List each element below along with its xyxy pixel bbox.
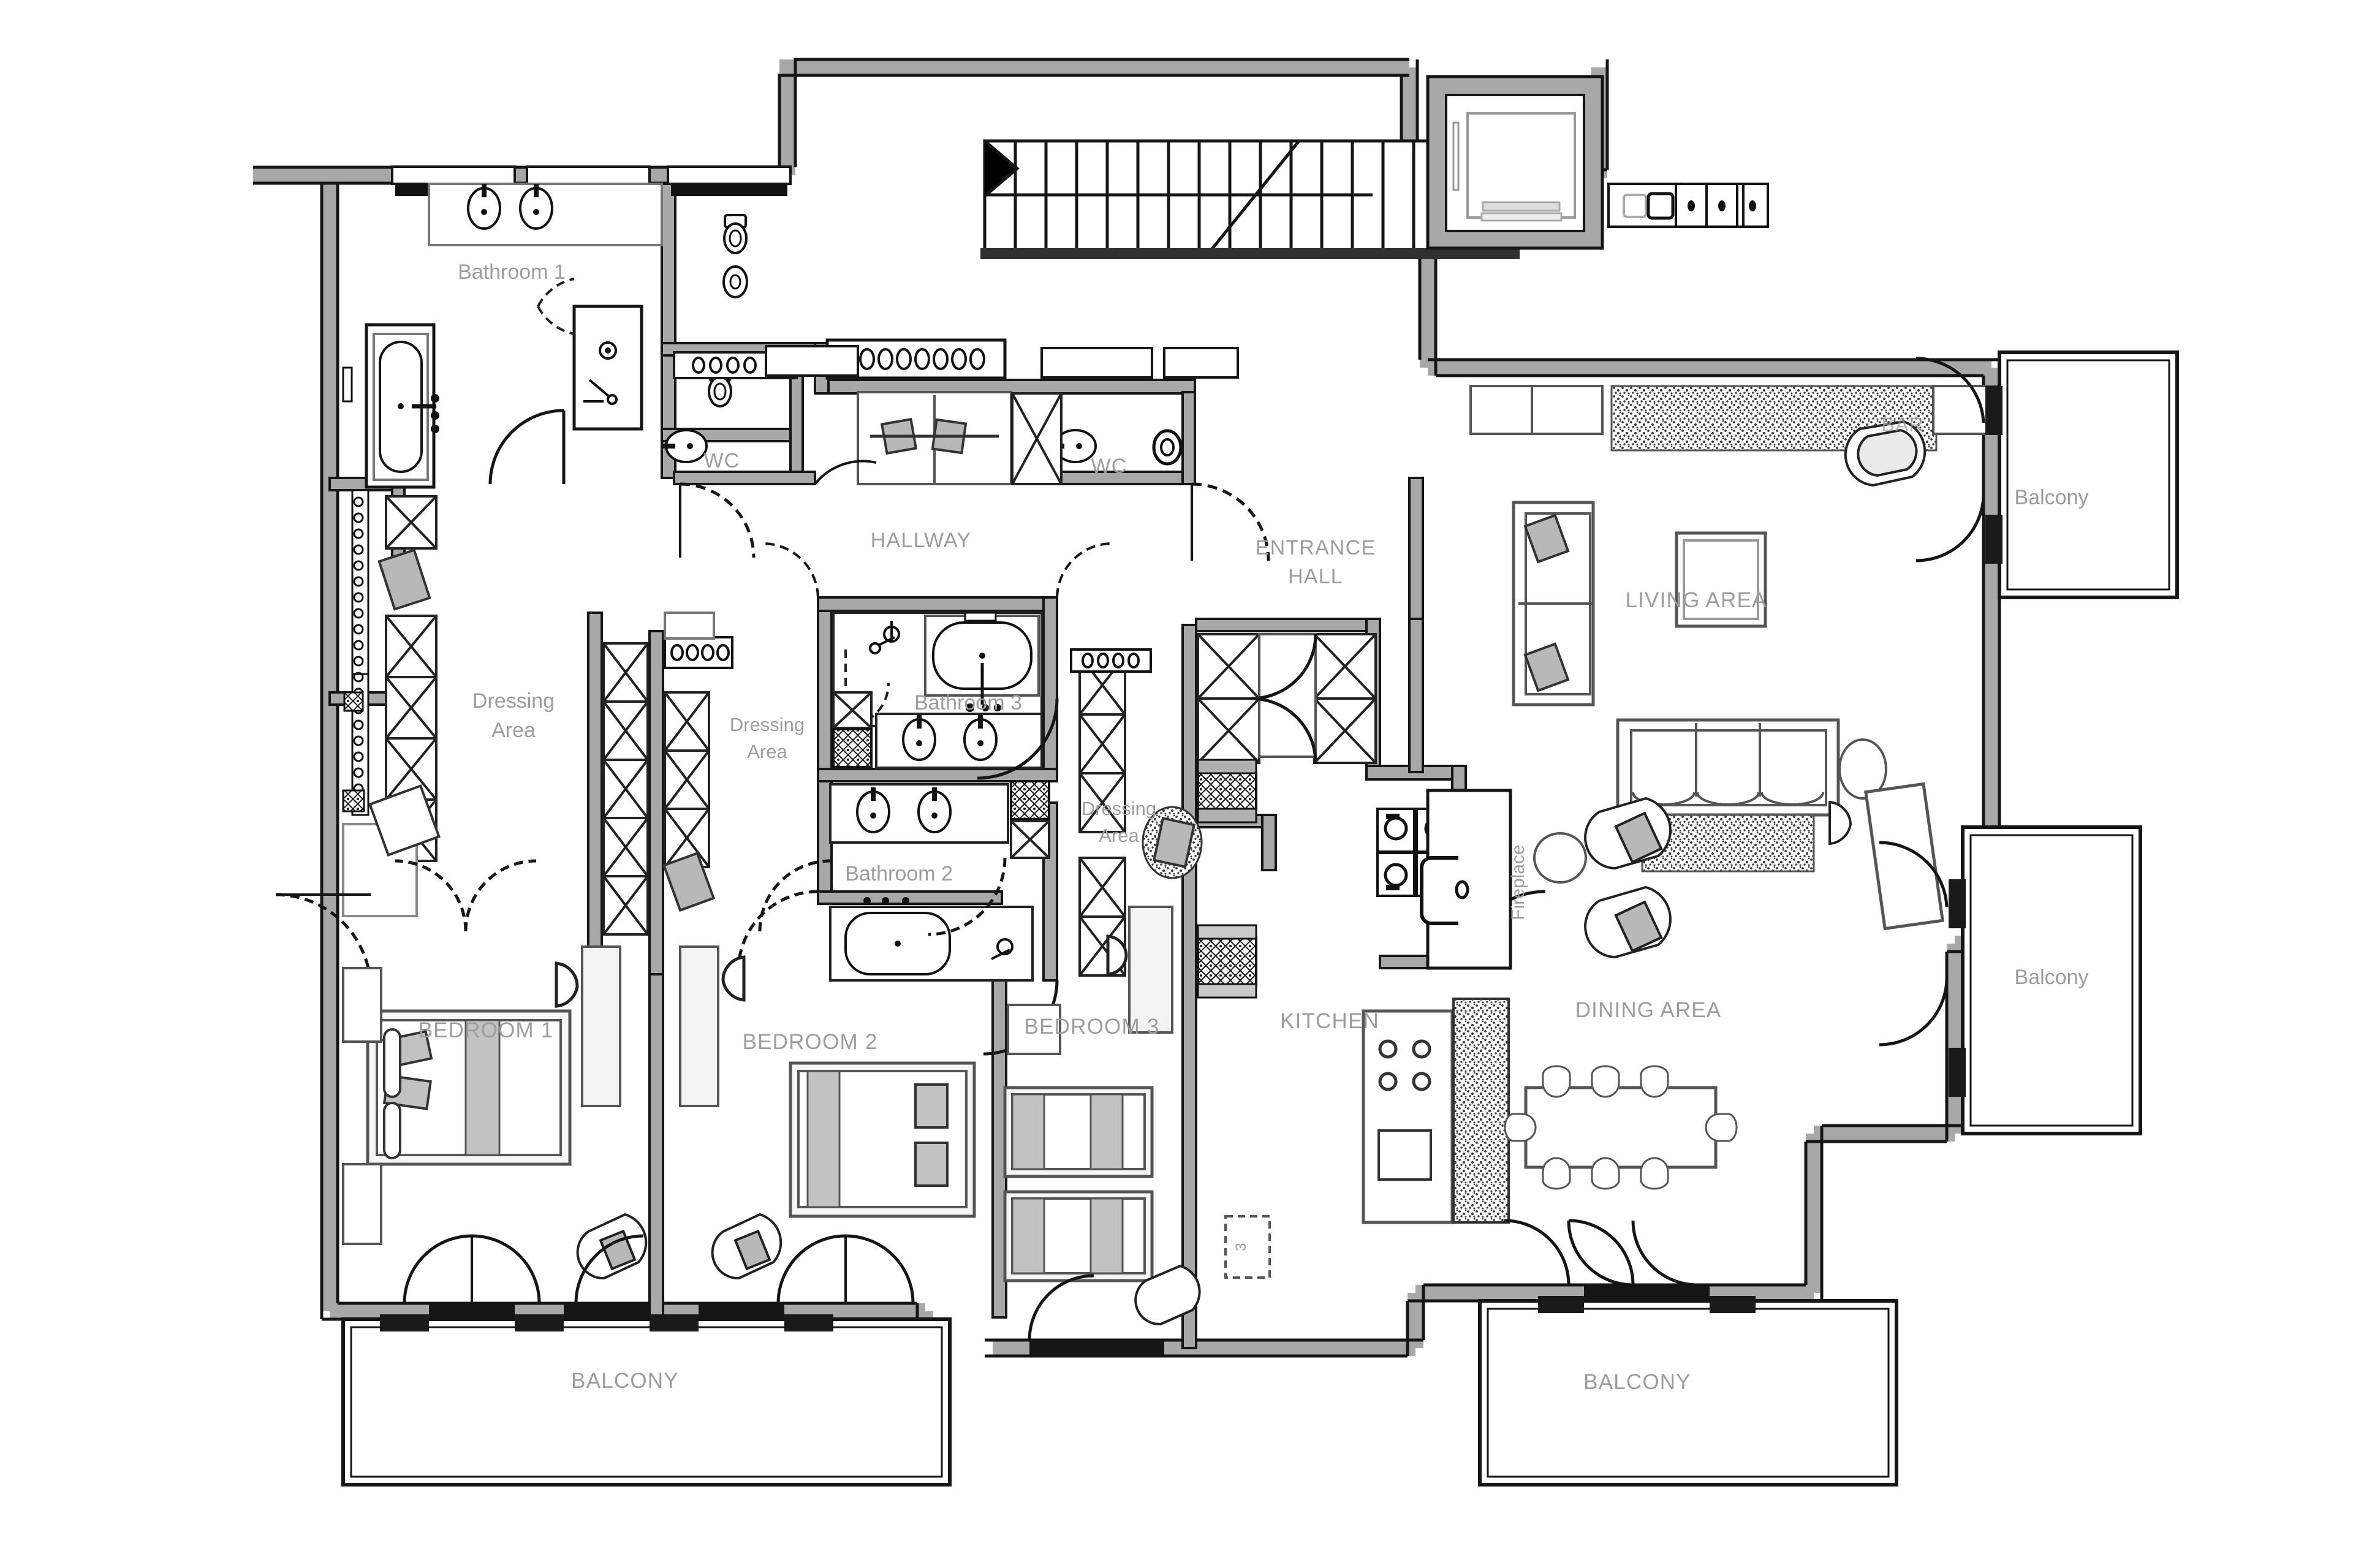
dressing-area-2-3-wardrobes xyxy=(602,612,1203,1056)
label-balcony-right-top: Balcony xyxy=(2015,486,2089,509)
dining-area-furniture xyxy=(1504,1065,1738,1190)
bedroom-3-furniture xyxy=(1003,906,1271,1341)
label-kitchen: KITCHEN xyxy=(1280,1009,1379,1033)
label-bedroom-1: BEDROOM 1 xyxy=(419,1018,554,1042)
elevator-shaft xyxy=(1426,75,1604,250)
hallway-furniture xyxy=(814,391,1063,485)
wc-left-fixtures xyxy=(661,367,756,558)
bathroom-3-fixtures xyxy=(762,542,1113,780)
label-living-area: LIVING AREA xyxy=(1625,588,1767,612)
label-dining-area: DINING AREA xyxy=(1575,998,1722,1022)
label-wc-right: WC xyxy=(1091,455,1127,478)
bedroom-1-furniture xyxy=(342,859,648,1304)
living-area-furniture xyxy=(1420,385,2042,970)
label-balcony-bottom-left: BALCONY xyxy=(571,1369,679,1393)
label-dressing-area-2-line-2: Area xyxy=(747,741,787,762)
label-dressing-area-2-line-1: Dressing xyxy=(730,714,805,735)
label-bathroom-1: Bathroom 1 xyxy=(458,260,566,284)
label-dressing-area-3-line-2: Area xyxy=(1099,825,1139,846)
label-door-tag-3: 3 xyxy=(1233,1243,1249,1251)
hallway-cabinet xyxy=(673,338,1239,380)
room-labels: Bathroom 1 WC WC HALLWAY ENTRANCE HALL D… xyxy=(419,260,2089,1394)
label-balcony-bottom-right: BALCONY xyxy=(1583,1370,1691,1394)
bathroom-1-fixtures xyxy=(342,183,748,489)
bathroom-2-fixtures xyxy=(737,780,1050,982)
windows-bottom[interactable] xyxy=(429,1285,1710,1356)
label-fireplace: Fireplace xyxy=(1508,844,1528,920)
balconies xyxy=(341,350,2179,1487)
label-dressing-area-1-line-1: Dressing xyxy=(472,689,555,713)
label-wc-left: WC xyxy=(703,449,740,472)
label-bar: BAR xyxy=(1881,414,1923,436)
entry-cabinets xyxy=(1607,183,1769,228)
label-bathroom-3: Bathroom 3 xyxy=(914,691,1022,714)
label-balcony-right-bottom: Balcony xyxy=(2015,966,2089,989)
label-bedroom-3: BEDROOM 3 xyxy=(1025,1015,1160,1039)
label-hallway: HALLWAY xyxy=(871,529,972,552)
bedroom-2-furniture xyxy=(679,859,976,1304)
label-bathroom-2: Bathroom 2 xyxy=(845,862,953,885)
label-entrance-hall-line-2: HALL xyxy=(1288,565,1343,588)
label-bedroom-2: BEDROOM 2 xyxy=(743,1030,878,1054)
label-dressing-area-1-line-2: Area xyxy=(491,719,536,742)
wc-right-fixtures xyxy=(1050,429,1270,561)
balcony-door-arcs xyxy=(1504,357,1985,1287)
label-dressing-area-3-line-1: Dressing xyxy=(1082,798,1156,819)
dressing-area-1-wardrobes xyxy=(275,489,441,990)
label-entrance-hall-line-1: ENTRANCE xyxy=(1256,536,1376,559)
